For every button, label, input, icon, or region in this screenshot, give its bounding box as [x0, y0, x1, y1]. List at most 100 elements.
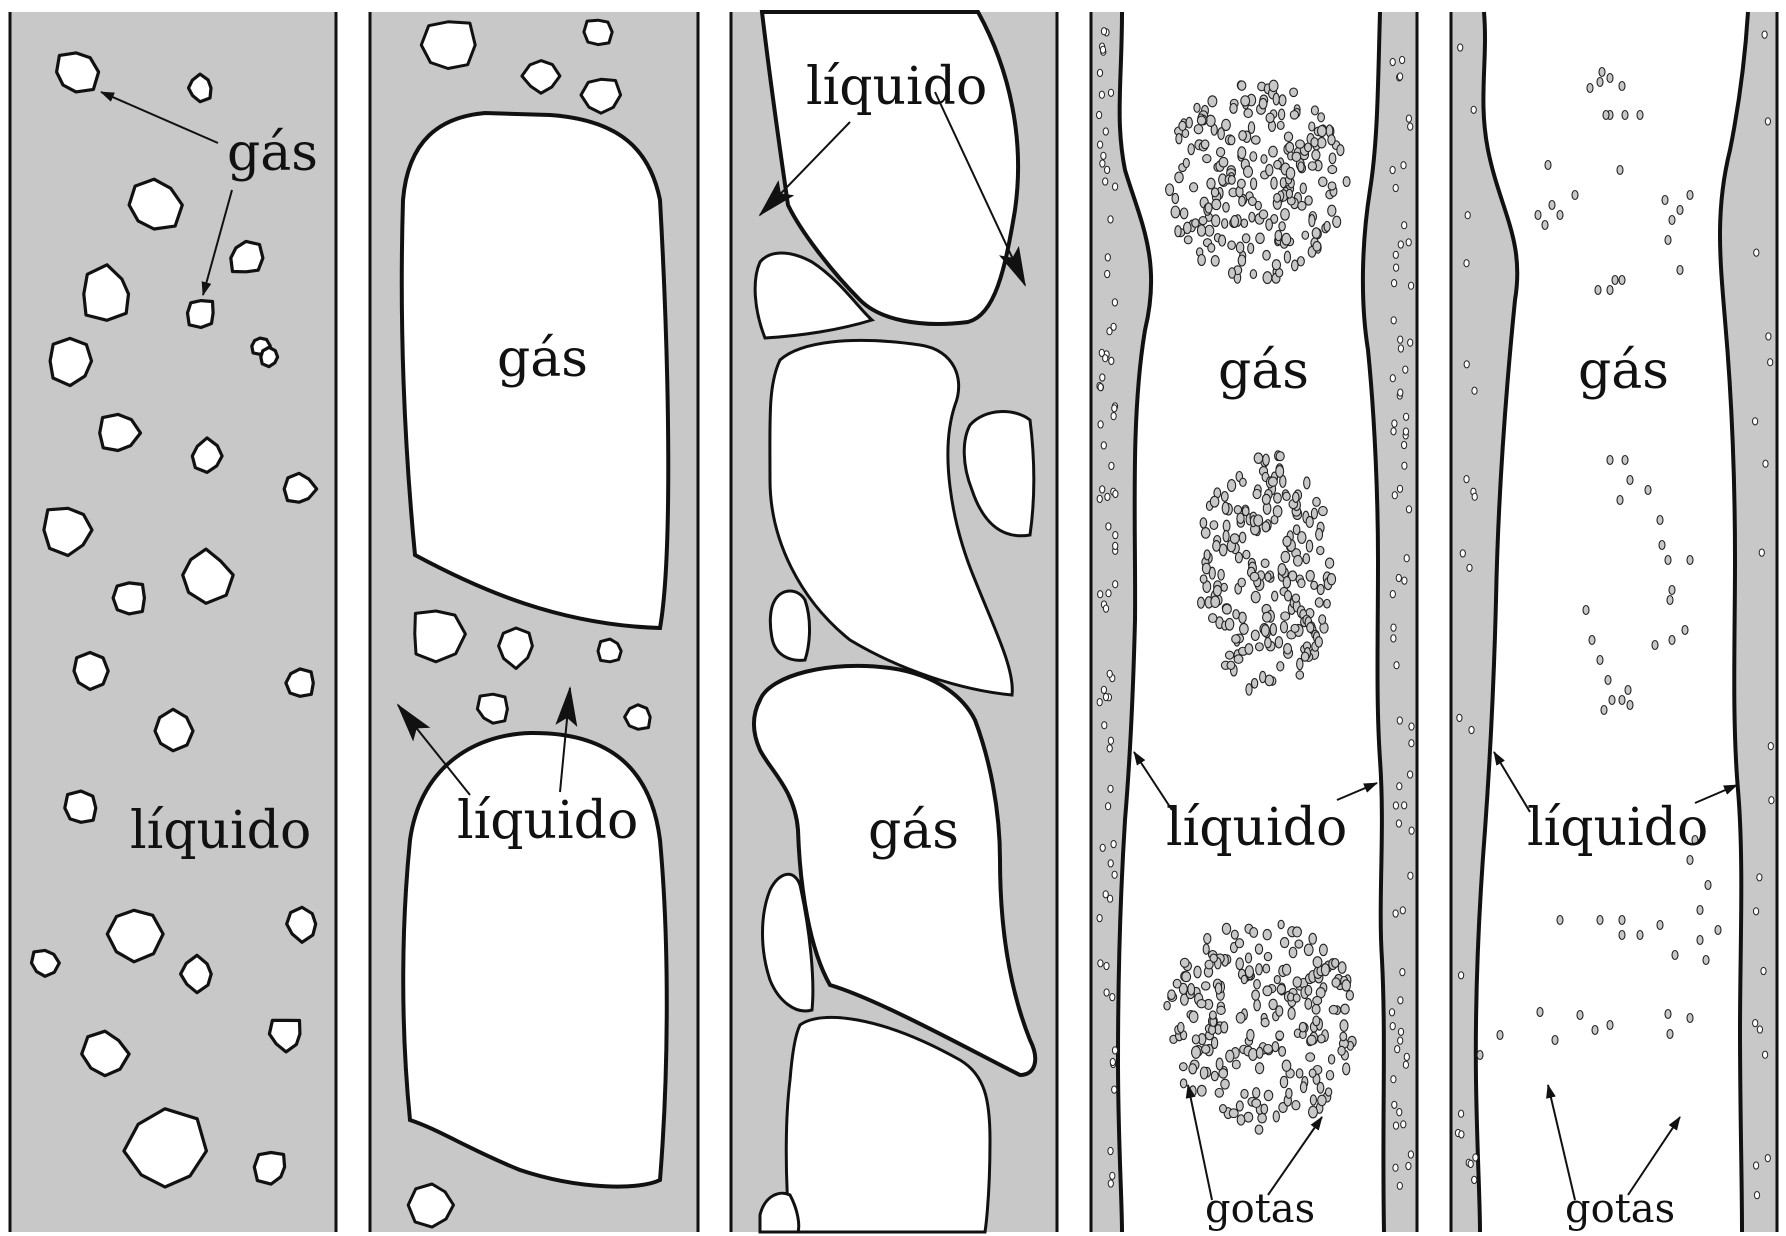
droplet [1107, 736, 1115, 745]
droplet [1342, 1062, 1351, 1076]
droplet [1571, 189, 1579, 201]
droplet [1100, 441, 1107, 450]
droplet-cluster [1197, 450, 1337, 696]
drops-arrow-1 [1185, 1084, 1213, 1201]
droplet [1686, 554, 1694, 566]
droplet [1621, 454, 1629, 466]
droplet [1312, 240, 1322, 252]
droplet [1105, 589, 1112, 598]
droplet [1214, 982, 1223, 995]
droplet [1193, 965, 1202, 979]
droplet [1178, 1062, 1188, 1072]
droplet [1172, 978, 1182, 989]
droplet [1270, 176, 1278, 190]
droplet [1105, 802, 1112, 811]
droplet [1548, 199, 1556, 211]
droplet [1402, 427, 1410, 436]
droplet [1100, 27, 1108, 36]
droplet [1318, 614, 1327, 625]
droplet [1397, 1036, 1404, 1045]
droplet [1457, 43, 1464, 52]
droplet [1407, 338, 1414, 347]
droplet [1456, 713, 1463, 723]
droplet [1676, 264, 1684, 276]
droplet [1197, 253, 1206, 267]
droplet [1596, 76, 1604, 88]
taylor-bubble-upper [399, 110, 671, 631]
droplet [1270, 213, 1279, 224]
droplet [1251, 1098, 1262, 1109]
droplet [1768, 796, 1775, 805]
small-gas-bubbles [406, 18, 652, 1229]
droplet [1324, 557, 1335, 569]
droplet [1405, 238, 1412, 247]
droplet [1392, 909, 1399, 918]
droplet [1400, 161, 1407, 170]
droplet [1222, 529, 1230, 543]
droplet [1618, 914, 1626, 926]
droplet [1407, 122, 1414, 131]
droplet [1234, 938, 1245, 949]
droplet [1392, 801, 1400, 810]
droplet [1247, 242, 1255, 255]
droplet [1468, 725, 1475, 735]
droplet [1661, 194, 1669, 206]
gas-bubble [229, 239, 265, 274]
droplet [1250, 677, 1259, 689]
gas-label: gás [1578, 341, 1669, 401]
droplet [1304, 998, 1313, 1010]
droplet [1310, 580, 1319, 590]
droplet [1244, 965, 1255, 979]
droplet [1277, 108, 1286, 121]
droplet [1326, 572, 1337, 586]
droplet [1231, 634, 1241, 644]
droplet [1260, 154, 1268, 164]
droplet [1210, 254, 1220, 267]
gas-bubble [282, 471, 319, 504]
droplet [1208, 1010, 1217, 1020]
droplet [1686, 189, 1694, 201]
droplet [1238, 130, 1247, 141]
liquid-arrow-1 [396, 703, 471, 796]
droplet [1209, 953, 1218, 963]
droplet [1200, 981, 1211, 991]
droplet [1397, 388, 1404, 397]
droplet [1201, 1044, 1211, 1055]
gas-arrow-2 [201, 189, 233, 296]
droplet [1257, 1112, 1267, 1124]
droplet [1218, 234, 1227, 247]
droplet [1303, 142, 1313, 153]
droplet [1235, 1011, 1246, 1024]
droplet [1292, 554, 1303, 567]
droplet [1238, 195, 1246, 207]
droplet [1226, 660, 1236, 671]
droplet [1275, 1030, 1285, 1041]
droplet [1249, 177, 1258, 190]
droplet [1290, 259, 1299, 272]
droplet [1237, 146, 1247, 160]
droplet [1109, 1171, 1116, 1180]
droplet [1178, 120, 1187, 132]
droplet [1108, 461, 1115, 470]
droplet [1198, 215, 1208, 226]
droplet [1311, 227, 1321, 239]
drops-label: gotas [1205, 1186, 1315, 1232]
gas-bubble [284, 667, 315, 698]
droplet [1199, 1066, 1209, 1080]
droplet [1278, 221, 1286, 232]
droplet [1608, 694, 1616, 706]
droplet [1390, 316, 1397, 325]
drops-arrow-2 [1267, 1116, 1323, 1196]
droplet [1308, 932, 1317, 945]
droplet [1764, 1154, 1771, 1163]
droplet [1753, 1191, 1761, 1200]
droplet [1401, 576, 1408, 585]
droplet [1255, 963, 1263, 976]
droplet [1273, 193, 1282, 203]
droplet [1308, 1105, 1318, 1119]
droplet [1551, 1034, 1559, 1046]
liquid-arrow-1 [1493, 751, 1531, 813]
droplet [1262, 249, 1271, 261]
droplet [1323, 598, 1331, 609]
droplet [1318, 943, 1328, 957]
